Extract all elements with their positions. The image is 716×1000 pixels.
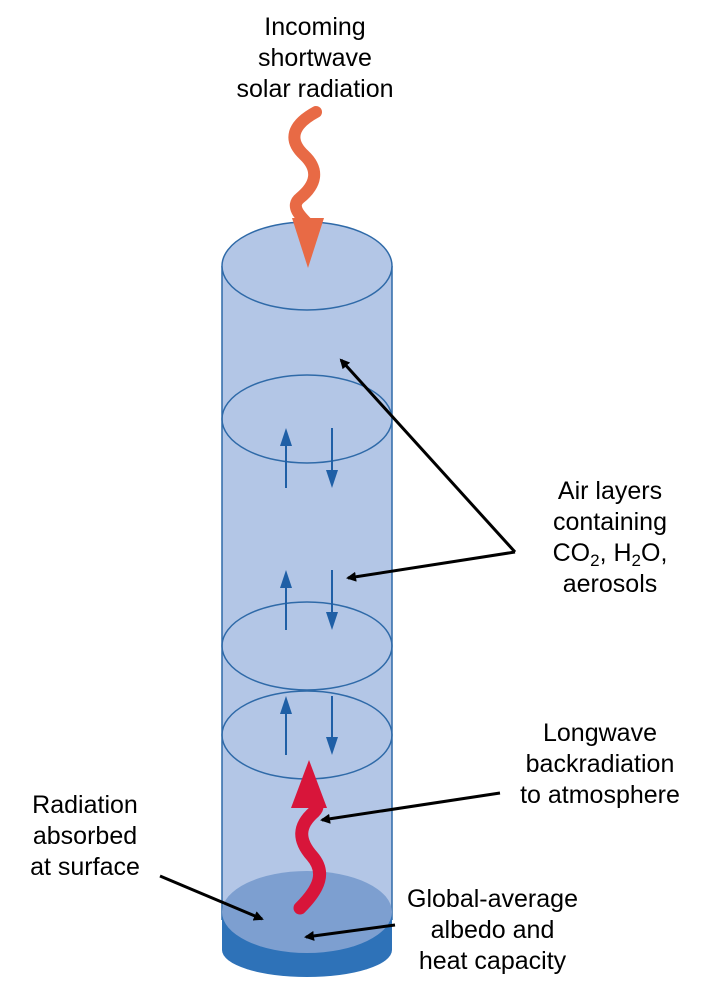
wavy-longwave-arrow-icon [291, 760, 327, 915]
down-arrow [326, 428, 338, 488]
pointer-air-layers-top [339, 358, 517, 554]
exchange-arrows-upper [280, 428, 338, 488]
wavy-shortwave-arrow-icon [288, 106, 324, 268]
up-arrow [280, 428, 292, 488]
label-line: absorbed [32, 822, 138, 850]
label-line: heat capacity [418, 947, 567, 975]
incoming-radiation-label: Incoming shortwave solar radiation [205, 12, 425, 105]
label-line: Global-average [407, 885, 578, 913]
pointer-longwave [320, 791, 501, 824]
exchange-arrows-lower [280, 696, 338, 755]
air-layer-2 [221, 374, 393, 464]
pointer-air-layers-mid [346, 550, 516, 582]
albedo-heat-capacity-label: Global-average albedo and heat capacity [380, 884, 605, 977]
up-arrow [280, 696, 292, 755]
label-line: aerosols [562, 570, 658, 598]
label-line: Incoming [264, 13, 366, 41]
longwave-backradiation-label: Longwave backradiation to atmosphere [485, 718, 715, 811]
air-layer-3 [221, 601, 393, 691]
exchange-arrows-middle [280, 570, 338, 630]
label-line: albedo and [430, 916, 555, 944]
gases-line: CO2, H2O, [505, 538, 715, 569]
label-line: backradiation [525, 750, 675, 778]
down-arrow [326, 570, 338, 630]
radiation-absorbed-label: Radiation absorbed at surface [0, 790, 170, 883]
label-line: shortwave [258, 44, 372, 72]
label-line: at surface [30, 853, 140, 881]
label-line: Air layers [557, 477, 663, 505]
label-line: solar radiation [236, 75, 394, 103]
pointer-absorbed [159, 874, 264, 921]
up-arrow [280, 570, 292, 630]
gas-co2: CO2, [552, 539, 614, 570]
label-line: to atmosphere [520, 781, 680, 809]
label-line: containing [553, 508, 667, 536]
pointer-albedo [304, 923, 396, 941]
down-arrow [326, 696, 338, 755]
label-line: Radiation [32, 791, 138, 819]
label-line: Longwave [543, 719, 657, 747]
gas-h2o: H2O, [613, 539, 668, 570]
air-layers-label: Air layers containing CO2, H2O, aerosols [505, 476, 715, 600]
